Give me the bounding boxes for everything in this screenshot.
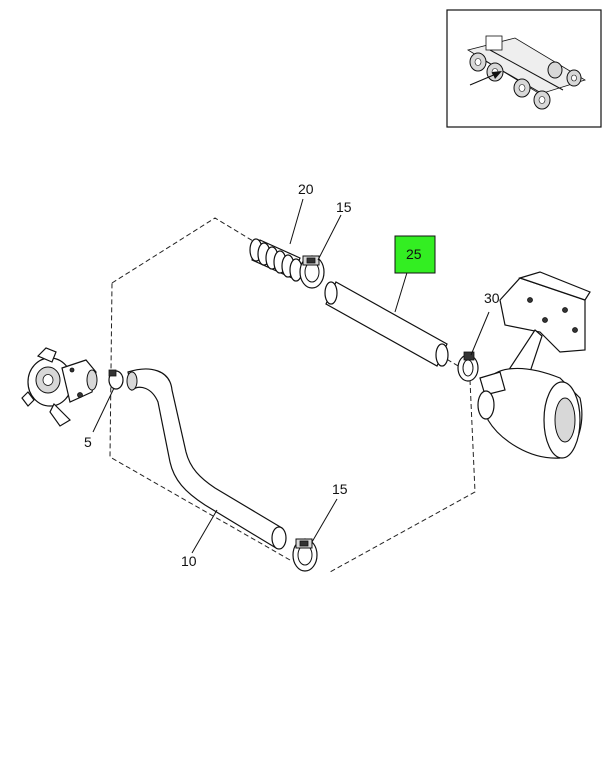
callout-25: 25 xyxy=(406,246,422,262)
callout-15-bottom: 15 xyxy=(332,481,348,497)
callout-10: 10 xyxy=(181,553,197,569)
callout-5: 5 xyxy=(84,434,92,450)
lower-coolant-hose xyxy=(126,368,287,550)
coolant-tank-assembly xyxy=(477,271,591,459)
callout-15-top: 15 xyxy=(336,199,352,215)
hose-clamp-small xyxy=(108,369,124,390)
callout-30: 30 xyxy=(484,290,500,306)
callout-20: 20 xyxy=(298,181,314,197)
water-pump xyxy=(21,347,98,427)
hose-clamp-upper xyxy=(299,255,325,289)
hose-clamp-tank xyxy=(457,351,479,382)
locator-inset xyxy=(446,9,602,128)
highlighted-part-box xyxy=(394,235,436,274)
location-arrow-icon xyxy=(469,71,502,86)
hose-clamp-lower xyxy=(292,538,318,572)
straight-coolant-hose xyxy=(324,281,449,367)
leader-lines xyxy=(92,198,490,554)
bellows-coupling xyxy=(249,238,303,282)
